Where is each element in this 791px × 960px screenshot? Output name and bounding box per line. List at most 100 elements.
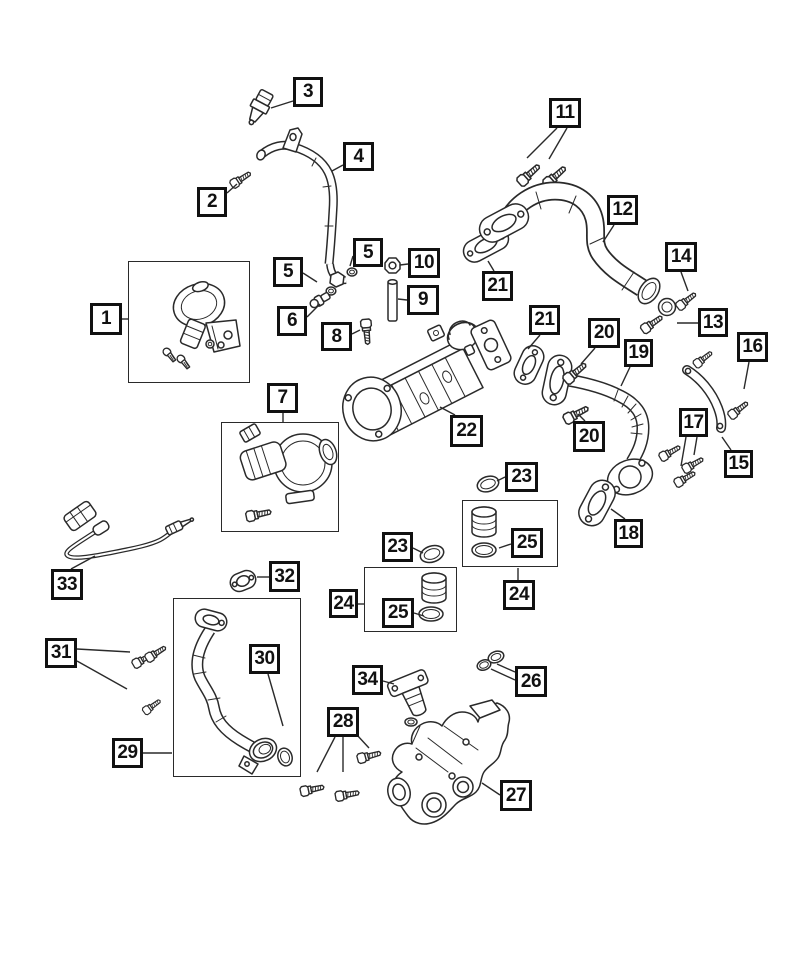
- leader-line-9: [397, 298, 408, 301]
- leader-line-14: [680, 271, 689, 292]
- part-1-egr-actuator: [160, 280, 241, 371]
- part-25-sleeve-right: [471, 506, 497, 558]
- callout-9[interactable]: 9: [407, 285, 439, 315]
- callout-30[interactable]: 30: [249, 644, 280, 674]
- callout-21a[interactable]: 21: [482, 271, 513, 301]
- callout-25b[interactable]: 25: [382, 598, 414, 628]
- leader-line-12: [602, 224, 615, 243]
- callout-20a[interactable]: 20: [588, 318, 620, 348]
- callout-22[interactable]: 22: [450, 415, 483, 447]
- callout-23a[interactable]: 23: [505, 462, 538, 492]
- callout-27[interactable]: 27: [500, 780, 532, 811]
- part-31-bolts: [130, 642, 169, 717]
- part-10-nut: [384, 257, 401, 274]
- part-8-bolt: [359, 318, 374, 346]
- leader-line-21a: [487, 260, 495, 272]
- callout-33[interactable]: 33: [51, 569, 83, 600]
- callout-5a[interactable]: 5: [273, 257, 303, 287]
- callout-23b[interactable]: 23: [382, 532, 413, 562]
- leader-line-23b: [412, 547, 424, 554]
- callout-4[interactable]: 4: [343, 142, 374, 171]
- part-14-oring-bolt: [657, 289, 699, 317]
- callout-26[interactable]: 26: [515, 666, 547, 697]
- leader-line-5b: [349, 255, 354, 267]
- callout-11[interactable]: 11: [549, 98, 581, 128]
- leader-line-33: [70, 555, 96, 570]
- callout-34[interactable]: 34: [352, 665, 383, 695]
- leader-line-20a: [580, 347, 596, 365]
- part-12-crossover-tube: [478, 181, 661, 305]
- callout-24a[interactable]: 24: [503, 580, 535, 610]
- leader-line-22: [439, 406, 456, 416]
- leader-line-31: [76, 648, 131, 653]
- part-15-strap: [682, 365, 727, 433]
- callout-16[interactable]: 16: [737, 332, 768, 362]
- leader-line-23a: [496, 476, 506, 482]
- part-4-tube: [256, 127, 338, 265]
- callout-3[interactable]: 3: [293, 77, 323, 107]
- leader-line-34: [382, 680, 395, 685]
- part-23-oring-upper: [476, 475, 500, 493]
- callout-7[interactable]: 7: [267, 383, 298, 413]
- part-7-box: [221, 422, 339, 532]
- part-6-fitting-plug: [307, 289, 333, 311]
- part-18-gasket: [578, 479, 616, 527]
- part-32-gasket: [229, 569, 257, 593]
- leader-line-16: [743, 361, 750, 390]
- part-33-exhaust-sensor: [63, 500, 195, 560]
- callout-5b[interactable]: 5: [353, 238, 383, 267]
- leader-line-11: [548, 127, 568, 160]
- callout-19[interactable]: 19: [624, 339, 653, 367]
- part-28-bolts: [298, 747, 383, 803]
- part-27-manifold: [387, 699, 511, 825]
- part-1-box: [128, 261, 250, 383]
- callout-32[interactable]: 32: [269, 561, 300, 592]
- callout-1[interactable]: 1: [90, 303, 122, 335]
- callout-24b[interactable]: 24: [329, 589, 358, 618]
- callout-17[interactable]: 17: [679, 408, 708, 437]
- leader-line-10: [399, 263, 409, 266]
- leader-line-11: [526, 127, 558, 159]
- leader-line-15: [721, 436, 732, 451]
- leader-line-20b: [577, 413, 586, 422]
- leader-line-21b: [527, 334, 541, 350]
- leader-line-25a: [498, 543, 512, 549]
- part-2-bolt: [228, 168, 254, 190]
- part-22-egr-cooler: [342, 319, 512, 442]
- callout-10[interactable]: 10: [408, 248, 440, 278]
- callout-15[interactable]: 15: [724, 450, 753, 478]
- callout-20b[interactable]: 20: [573, 421, 605, 452]
- leader-line-28: [356, 734, 370, 749]
- callout-8[interactable]: 8: [321, 322, 352, 351]
- part-3-temperature-sensor: [248, 89, 274, 126]
- callout-25a[interactable]: 25: [511, 528, 543, 558]
- callout-14[interactable]: 14: [665, 242, 697, 272]
- leader-line-5a: [302, 272, 318, 283]
- callout-28[interactable]: 28: [327, 707, 359, 737]
- leader-line-6: [306, 303, 321, 318]
- part-7-pump: [239, 423, 338, 523]
- leader-line-3: [270, 100, 294, 109]
- leader-line-27: [481, 782, 501, 796]
- callout-2[interactable]: 2: [197, 187, 227, 217]
- part-26-orings: [476, 650, 505, 672]
- callout-29[interactable]: 29: [112, 738, 143, 768]
- leader-line-2: [226, 183, 238, 194]
- callout-6[interactable]: 6: [277, 306, 307, 336]
- callout-13[interactable]: 13: [698, 308, 728, 337]
- part-34-sensor: [386, 669, 429, 717]
- leader-line-18: [610, 508, 626, 520]
- part-5-elbow-fitting: [325, 263, 358, 296]
- hose-29-box: [173, 598, 301, 777]
- callout-31[interactable]: 31: [45, 638, 77, 668]
- leader-layer: [70, 100, 750, 796]
- callout-12[interactable]: 12: [607, 195, 638, 225]
- leader-line-28: [316, 736, 336, 773]
- leader-line-8: [351, 329, 361, 335]
- leader-line-4: [331, 164, 344, 172]
- callout-18[interactable]: 18: [614, 519, 643, 548]
- callout-21b[interactable]: 21: [529, 305, 560, 335]
- leader-line-26: [496, 663, 516, 673]
